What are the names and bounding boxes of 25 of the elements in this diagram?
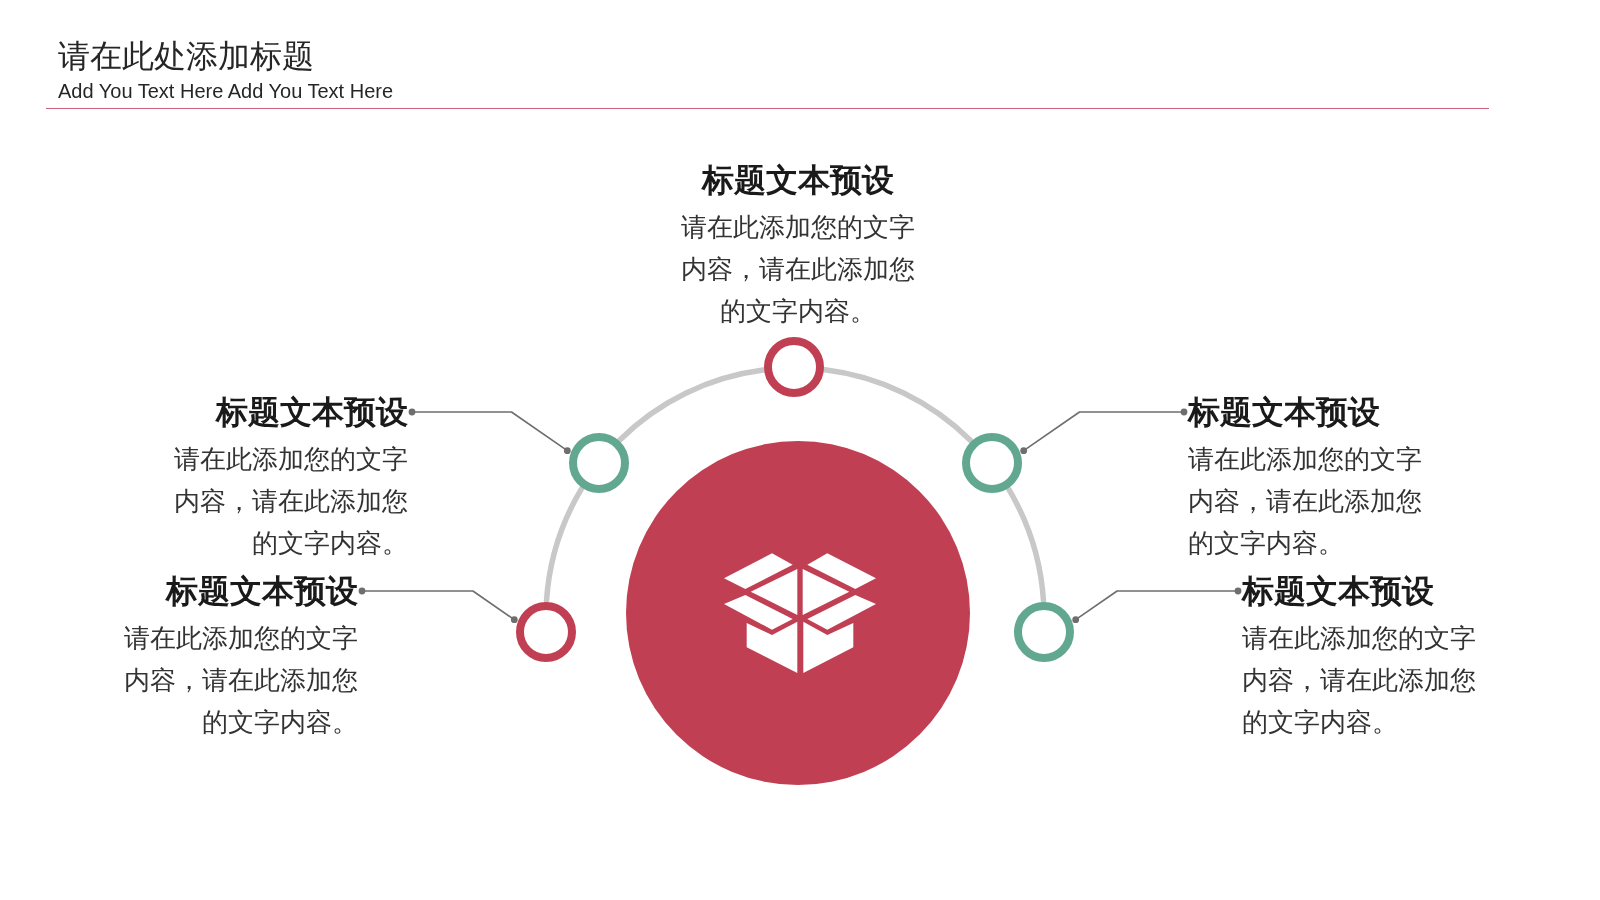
leader-line [408,408,571,455]
arc-line [617,367,766,443]
slide-title: 请在此处添加标题 [58,36,314,76]
leader-line [1020,408,1188,455]
callout-heading: 标题文本预设 [1188,392,1380,432]
callout-heading: 标题文本预设 [216,392,408,432]
slide-subtitle: Add You Text Here Add You Text Here [58,79,394,103]
callout-text: 请在此添加您的文字内容，请在此添加您的文字内容。 [173,443,408,560]
callout-text: 请在此添加您的文字内容，请在此添加您的文字内容。 [123,622,358,739]
callout-heading: 标题文本预设 [702,160,894,200]
callout-text: 请在此添加您的文字内容，请在此添加您的文字内容。 [1188,443,1423,560]
arc-line [1005,486,1047,604]
callout-text: 请在此添加您的文字内容，请在此添加您的文字内容。 [680,211,916,328]
arc-line [543,485,585,604]
arc-line [822,367,974,444]
ring-icon [764,337,824,397]
callout-heading: 标题文本预设 [166,571,358,611]
leader-line [358,587,518,624]
callout-heading: 标题文本预设 [1242,571,1434,611]
leader-line [1072,587,1242,624]
callout-text: 请在此添加您的文字内容，请在此添加您的文字内容。 [1242,622,1477,739]
ring-icon [962,433,1022,493]
ring-icon [516,602,576,662]
ring-icon [569,433,629,493]
ring-icon [1014,602,1074,662]
